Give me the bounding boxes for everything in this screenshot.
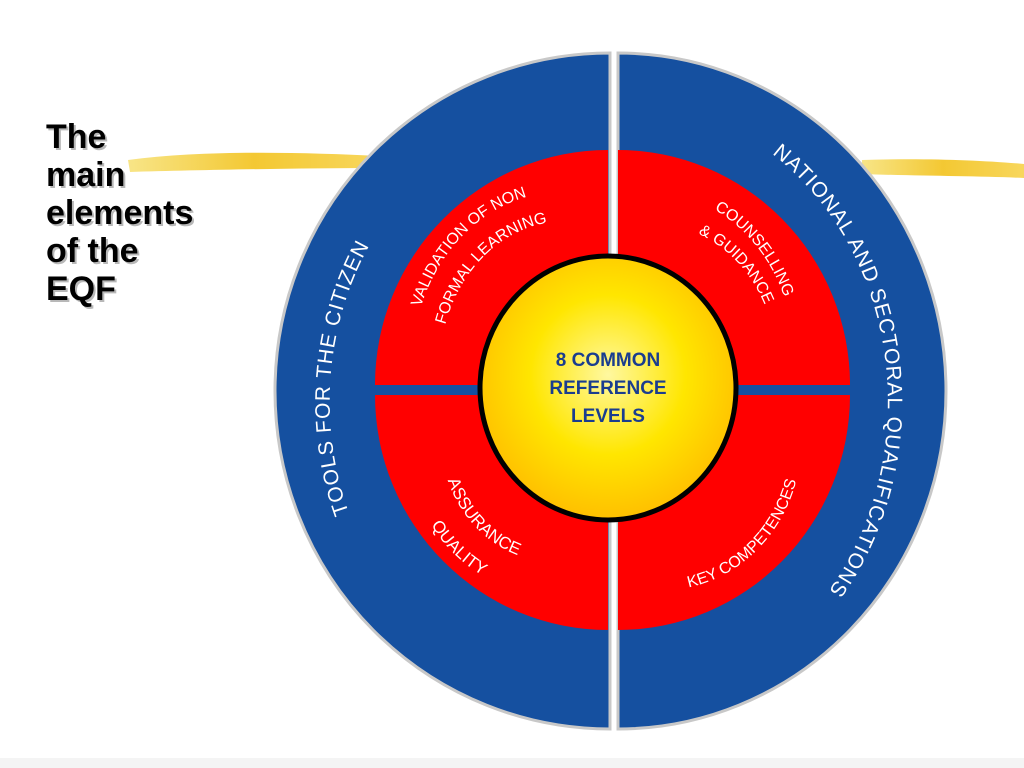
- title-line-2: main: [46, 156, 126, 194]
- title-line-1: The: [46, 118, 107, 156]
- center-label-line-3: LEVELS: [571, 406, 645, 427]
- center-label-line-2: REFERENCE: [549, 378, 666, 399]
- brush-stroke-left: [128, 152, 380, 172]
- title-line-3: elements: [46, 194, 194, 232]
- title-line-5: EQF: [46, 270, 116, 308]
- title-line-4: of the: [46, 232, 139, 270]
- center-circle: [477, 253, 739, 523]
- footer-band: [0, 758, 1024, 768]
- page-title: The main elements of the EQF: [46, 118, 193, 308]
- center-label-line-1: 8 COMMON: [556, 350, 661, 371]
- brush-stroke-right: [862, 159, 1024, 178]
